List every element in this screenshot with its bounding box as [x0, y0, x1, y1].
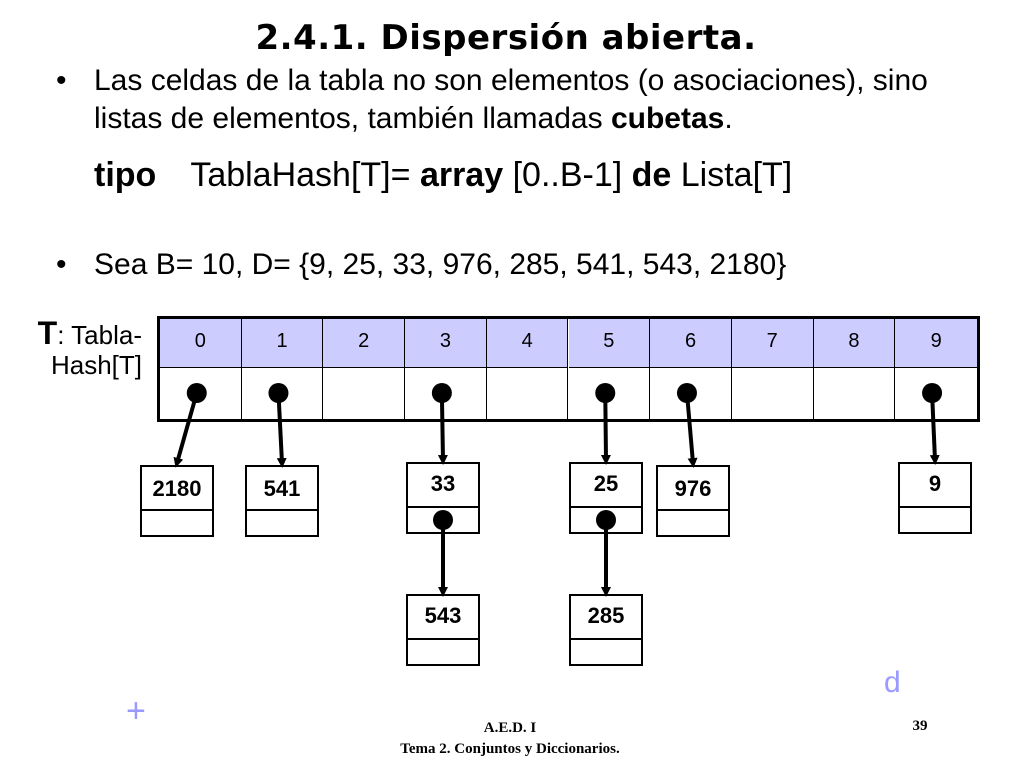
- list-node-value: 541: [247, 467, 317, 511]
- keyword-tipo: tipo: [94, 156, 157, 194]
- table-label: T: Tabla- Hash[T]: [20, 315, 142, 380]
- table-name: T: [37, 315, 58, 351]
- keyword-array: array: [419, 156, 504, 194]
- table-index-0: 0: [160, 319, 242, 367]
- table-slot-3: [405, 367, 487, 419]
- keyword-de: de: [631, 156, 672, 194]
- table-index-4: 4: [486, 319, 569, 367]
- table-index-7: 7: [731, 319, 814, 367]
- list-node-value: 33: [408, 464, 478, 508]
- footer: A.E.D. I Tema 2. Conjuntos y Diccionario…: [300, 718, 720, 760]
- table-index-6: 6: [650, 319, 732, 367]
- table-slot-6: [650, 367, 732, 419]
- bullet-dot: •: [56, 64, 67, 97]
- list-node-2180: 2180: [140, 465, 214, 537]
- table-type-line1: Tabla-: [64, 320, 142, 350]
- list-node-value: 25: [571, 464, 641, 508]
- list-node-543: 543: [406, 594, 480, 666]
- table-slot-7: [731, 367, 814, 419]
- decl-part3: Lista[T]: [671, 156, 793, 194]
- bullet-bold-term: cubetas: [610, 102, 725, 135]
- table-slot-2: [323, 367, 406, 419]
- page-number: 39: [912, 718, 928, 734]
- list-node-9: 9: [898, 462, 972, 534]
- table-index-9: 9: [895, 319, 977, 367]
- list-node-25: 25: [569, 462, 643, 534]
- table-index-2: 2: [323, 319, 406, 367]
- list-node-value: 285: [571, 596, 641, 640]
- list-node-value: 2180: [142, 467, 212, 511]
- table-slot-1: [241, 367, 324, 419]
- type-declaration: tipo TablaHash[T]= array [0..B-1] de List…: [94, 156, 792, 195]
- list-node-976: 976: [656, 465, 730, 537]
- next-slide-button[interactable]: d: [884, 666, 901, 699]
- bullet-text: Sea B= 10, D= {9, 25, 33, 976, 285, 541,…: [94, 248, 787, 281]
- bullet-dot: •: [56, 248, 67, 281]
- table-index-1: 1: [241, 319, 324, 367]
- decl-part1: TablaHash[T]=: [190, 156, 420, 194]
- table-slot-0: [160, 367, 242, 419]
- table-colon: :: [57, 320, 65, 350]
- table-type-line2: Hash[T]: [50, 350, 142, 380]
- footer-course: A.E.D. I: [483, 720, 537, 736]
- slide-title: 2.4.1. Dispersión abierta.: [255, 18, 757, 58]
- bullet-text-part: Las celdas de la tabla no son elementos …: [94, 64, 928, 135]
- list-node-value: 976: [658, 467, 728, 511]
- table-index-8: 8: [813, 319, 896, 367]
- list-node-33: 33: [406, 462, 480, 534]
- footer-topic: Tema 2. Conjuntos y Diccionarios.: [400, 741, 620, 757]
- table-index-3: 3: [405, 319, 487, 367]
- table-slot-9: [895, 367, 977, 419]
- list-node-value: 543: [408, 596, 478, 640]
- bullet-text-end: .: [724, 102, 733, 135]
- table-slot-5: [568, 367, 651, 419]
- bullet-text: Las celdas de la tabla no son elementos …: [94, 62, 994, 138]
- list-node-541: 541: [245, 465, 319, 537]
- decl-part2: [0..B-1]: [503, 156, 632, 194]
- prev-slide-button[interactable]: +: [126, 692, 146, 730]
- table-slot-8: [813, 367, 896, 419]
- list-node-value: 9: [900, 464, 970, 508]
- table-slot-4: [486, 367, 569, 419]
- list-node-285: 285: [569, 594, 643, 666]
- table-index-5: 5: [568, 319, 651, 367]
